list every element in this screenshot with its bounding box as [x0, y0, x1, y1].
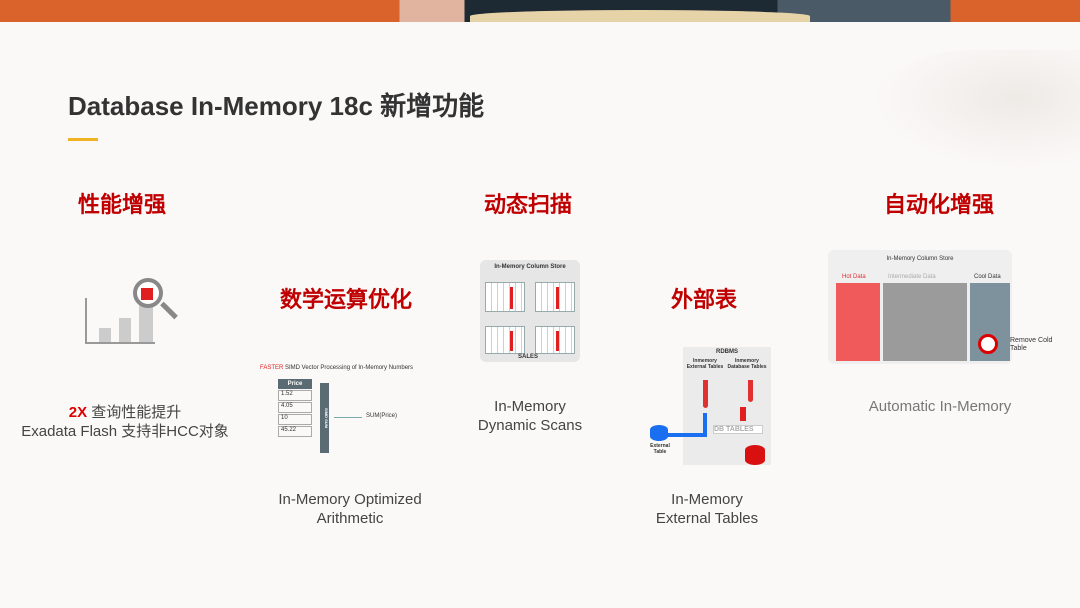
- heading-performance: 性能增强: [78, 192, 167, 217]
- auto-inmemory-diagram: In-Memory Column Store Hot Data Intermed…: [828, 250, 1012, 364]
- heading-dynamic-scan: 动态扫描: [484, 192, 573, 217]
- remove-icon: [978, 334, 998, 354]
- external-tables-diagram: RDBMS Inmemory External Tables Inmemory …: [645, 345, 775, 467]
- db-tables-label: DB TABLES: [713, 425, 763, 434]
- price-value: 4.05: [278, 402, 312, 413]
- caption-line2: External Tables: [655, 510, 759, 527]
- simd-title: SIMD Vector Processing of In-Memory Numb…: [283, 365, 414, 371]
- price-header: Price: [278, 379, 312, 389]
- slide-title: Database In-Memory 18c 新增功能: [68, 91, 485, 121]
- price-value: 45.22: [278, 426, 312, 437]
- heading-arithmetic: 数学运算优化: [280, 287, 413, 312]
- caption-line1: In-Memory: [671, 491, 743, 508]
- intermediate-data-label: Intermediate Data: [888, 274, 936, 280]
- sales-label: SALES: [518, 354, 539, 360]
- decorative-texture: [870, 50, 1080, 170]
- imcu-grid: [485, 326, 525, 354]
- price-value: 10: [278, 414, 312, 425]
- chart-magnifier-icon: [85, 278, 185, 348]
- imcu-grid: [535, 282, 575, 312]
- hot-data-label: Hot Data: [842, 274, 866, 280]
- price-value: 1.52: [278, 390, 312, 401]
- performance-caption: 2X 查询性能提升 Exadata Flash 支持非HCC对象: [15, 403, 235, 441]
- highlight-2x: 2X: [68, 404, 88, 421]
- faster-label: FASTER: [260, 365, 284, 371]
- heading-external-tables: 外部表: [671, 287, 738, 312]
- header-banner-image: [0, 0, 1080, 22]
- sum-result: SUM(Price): [366, 413, 397, 419]
- caption-line1: In-Memory Optimized: [278, 491, 422, 508]
- title-underline: [68, 138, 98, 141]
- column-store-diagram: In-Memory Column Store SALES: [480, 260, 580, 362]
- caption-line2: Dynamic Scans: [477, 417, 583, 434]
- diagram-title: In-Memory Column Store: [494, 264, 566, 270]
- simd-diagram: FASTER SIMD Vector Processing of In-Memo…: [258, 365, 438, 455]
- remove-cold-table-label: Remove Cold Table: [1010, 337, 1053, 352]
- simd-bar: SIMD SUM: [320, 383, 329, 453]
- caption-line2: Exadata Flash 支持非HCC对象: [21, 423, 229, 440]
- diagram-title: In-Memory Column Store: [886, 256, 954, 262]
- automation-caption: Automatic In-Memory: [868, 398, 1012, 415]
- caption-line1: 查询性能提升: [87, 404, 182, 421]
- inmem-db-label: Inmemory Database Tables: [727, 358, 767, 370]
- rdbms-label: RDBMS: [716, 349, 738, 355]
- inmem-external-label: Inmemory External Tables: [686, 358, 724, 370]
- heading-automation: 自动化增强: [884, 192, 995, 217]
- imcu-grid: [535, 326, 575, 354]
- cool-data-label: Cool Data: [974, 274, 1001, 280]
- database-icon: [745, 445, 765, 465]
- caption-line1: In-Memory: [494, 398, 566, 415]
- external-table-label: External Table: [650, 443, 670, 455]
- imcu-grid: [485, 282, 525, 312]
- caption-line2: Arithmetic: [316, 510, 384, 527]
- intermediate-data-block: [883, 283, 967, 361]
- hot-data-block: [836, 283, 880, 361]
